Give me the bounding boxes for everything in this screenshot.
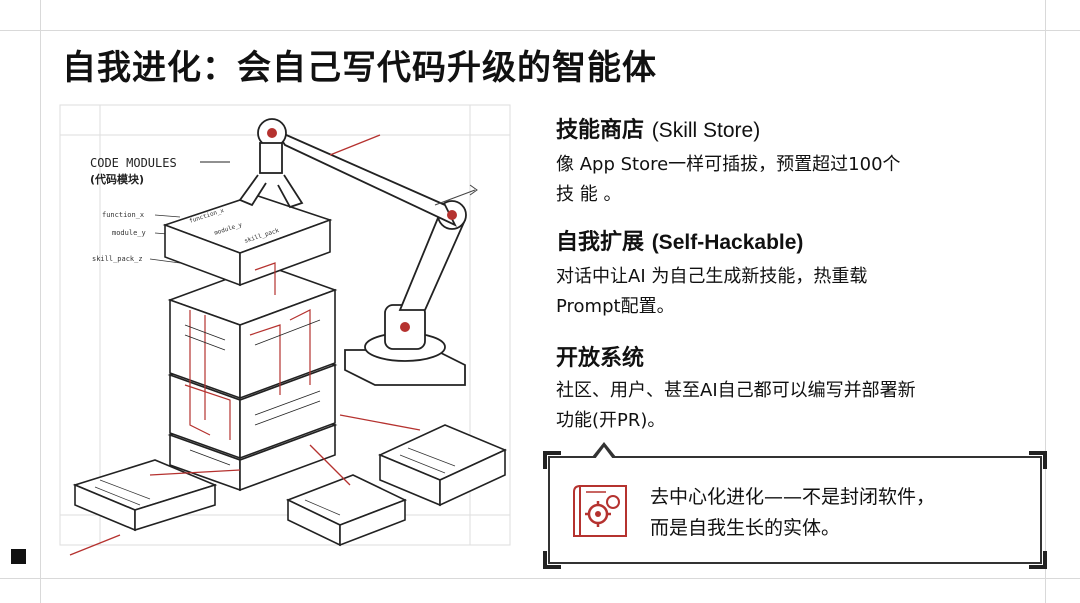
corner-square-marker: [11, 549, 26, 564]
frame-line-right: [1045, 0, 1046, 603]
heading-cn: 开放系统: [556, 346, 645, 371]
code-modules-sublabel: (代码模块): [90, 172, 144, 186]
callout-text: 去中心化进化——不是封闭软件， 而是自我生长的实体。: [650, 482, 935, 544]
frame-line-top: [0, 30, 1080, 31]
code-modules-label: CODE MODULES: [90, 156, 177, 170]
section-heading: 自我扩展 (Self-Hackable): [556, 224, 1026, 256]
robot-arm-joints: [267, 128, 457, 332]
body-line-2: Prompt配置。: [556, 296, 675, 317]
section-skill-store: 技能商店 (Skill Store) 像 App Store一样可插拔，预置超过…: [556, 112, 1026, 210]
loose-modules: [72, 424, 507, 547]
section-self-hackable: 自我扩展 (Self-Hackable) 对话中让AI 为自己生成新技能，热重载…: [556, 224, 1026, 322]
summary-callout: 去中心化进化——不是封闭软件， 而是自我生长的实体。: [543, 442, 1047, 569]
robot-arm-code-modules-illustration: CODE MODULES (代码模块) function_x module_y …: [59, 104, 511, 556]
body-line-1: 像 App Store一样可插拔，预置超过100个: [556, 154, 901, 175]
section-heading: 技能商店 (Skill Store): [556, 112, 1026, 144]
heading-cn: 自我扩展: [556, 230, 645, 255]
section-body: 社区、用户、甚至AI自己都可以编写并部署新 功能(开PR)。: [556, 376, 1026, 436]
section-body: 对话中让AI 为自己生成新技能，热重载 Prompt配置。: [556, 262, 1026, 322]
body-line-2: 功能(开PR)。: [556, 410, 666, 431]
module-stack: [162, 194, 338, 492]
section-body: 像 App Store一样可插拔，预置超过100个 技 能 。: [556, 150, 1026, 210]
body-line-1: 对话中让AI 为自己生成新技能，热重载: [556, 266, 868, 287]
section-open-system: 开放系统 社区、用户、甚至AI自己都可以编写并部署新 功能(开PR)。: [556, 340, 1026, 436]
robot-arm: [238, 118, 467, 386]
callout-line-1: 去中心化进化——不是封闭软件，: [650, 486, 936, 508]
page-title: 自我进化：会自己写代码升级的智能体: [62, 48, 657, 88]
heading-cn: 技能商店: [556, 118, 645, 143]
callout-line-2: 而是自我生长的实体。: [650, 517, 841, 539]
heading-en: (Skill Store): [651, 119, 761, 142]
label-skill-pack-z: skill_pack_z: [92, 255, 143, 263]
frame-line-bottom: [0, 578, 1080, 579]
body-line-2: 技 能 。: [556, 184, 622, 205]
gear-blueprint-icon: [573, 485, 627, 537]
frame-line-left: [40, 0, 41, 603]
label-function-x: function_x: [102, 211, 144, 219]
flow-arrows: [69, 134, 421, 556]
label-module-y: module_y: [112, 229, 146, 237]
body-line-1: 社区、用户、甚至AI自己都可以编写并部署新: [556, 380, 916, 401]
heading-en: (Self-Hackable): [651, 231, 804, 254]
section-heading: 开放系统: [556, 340, 1026, 372]
